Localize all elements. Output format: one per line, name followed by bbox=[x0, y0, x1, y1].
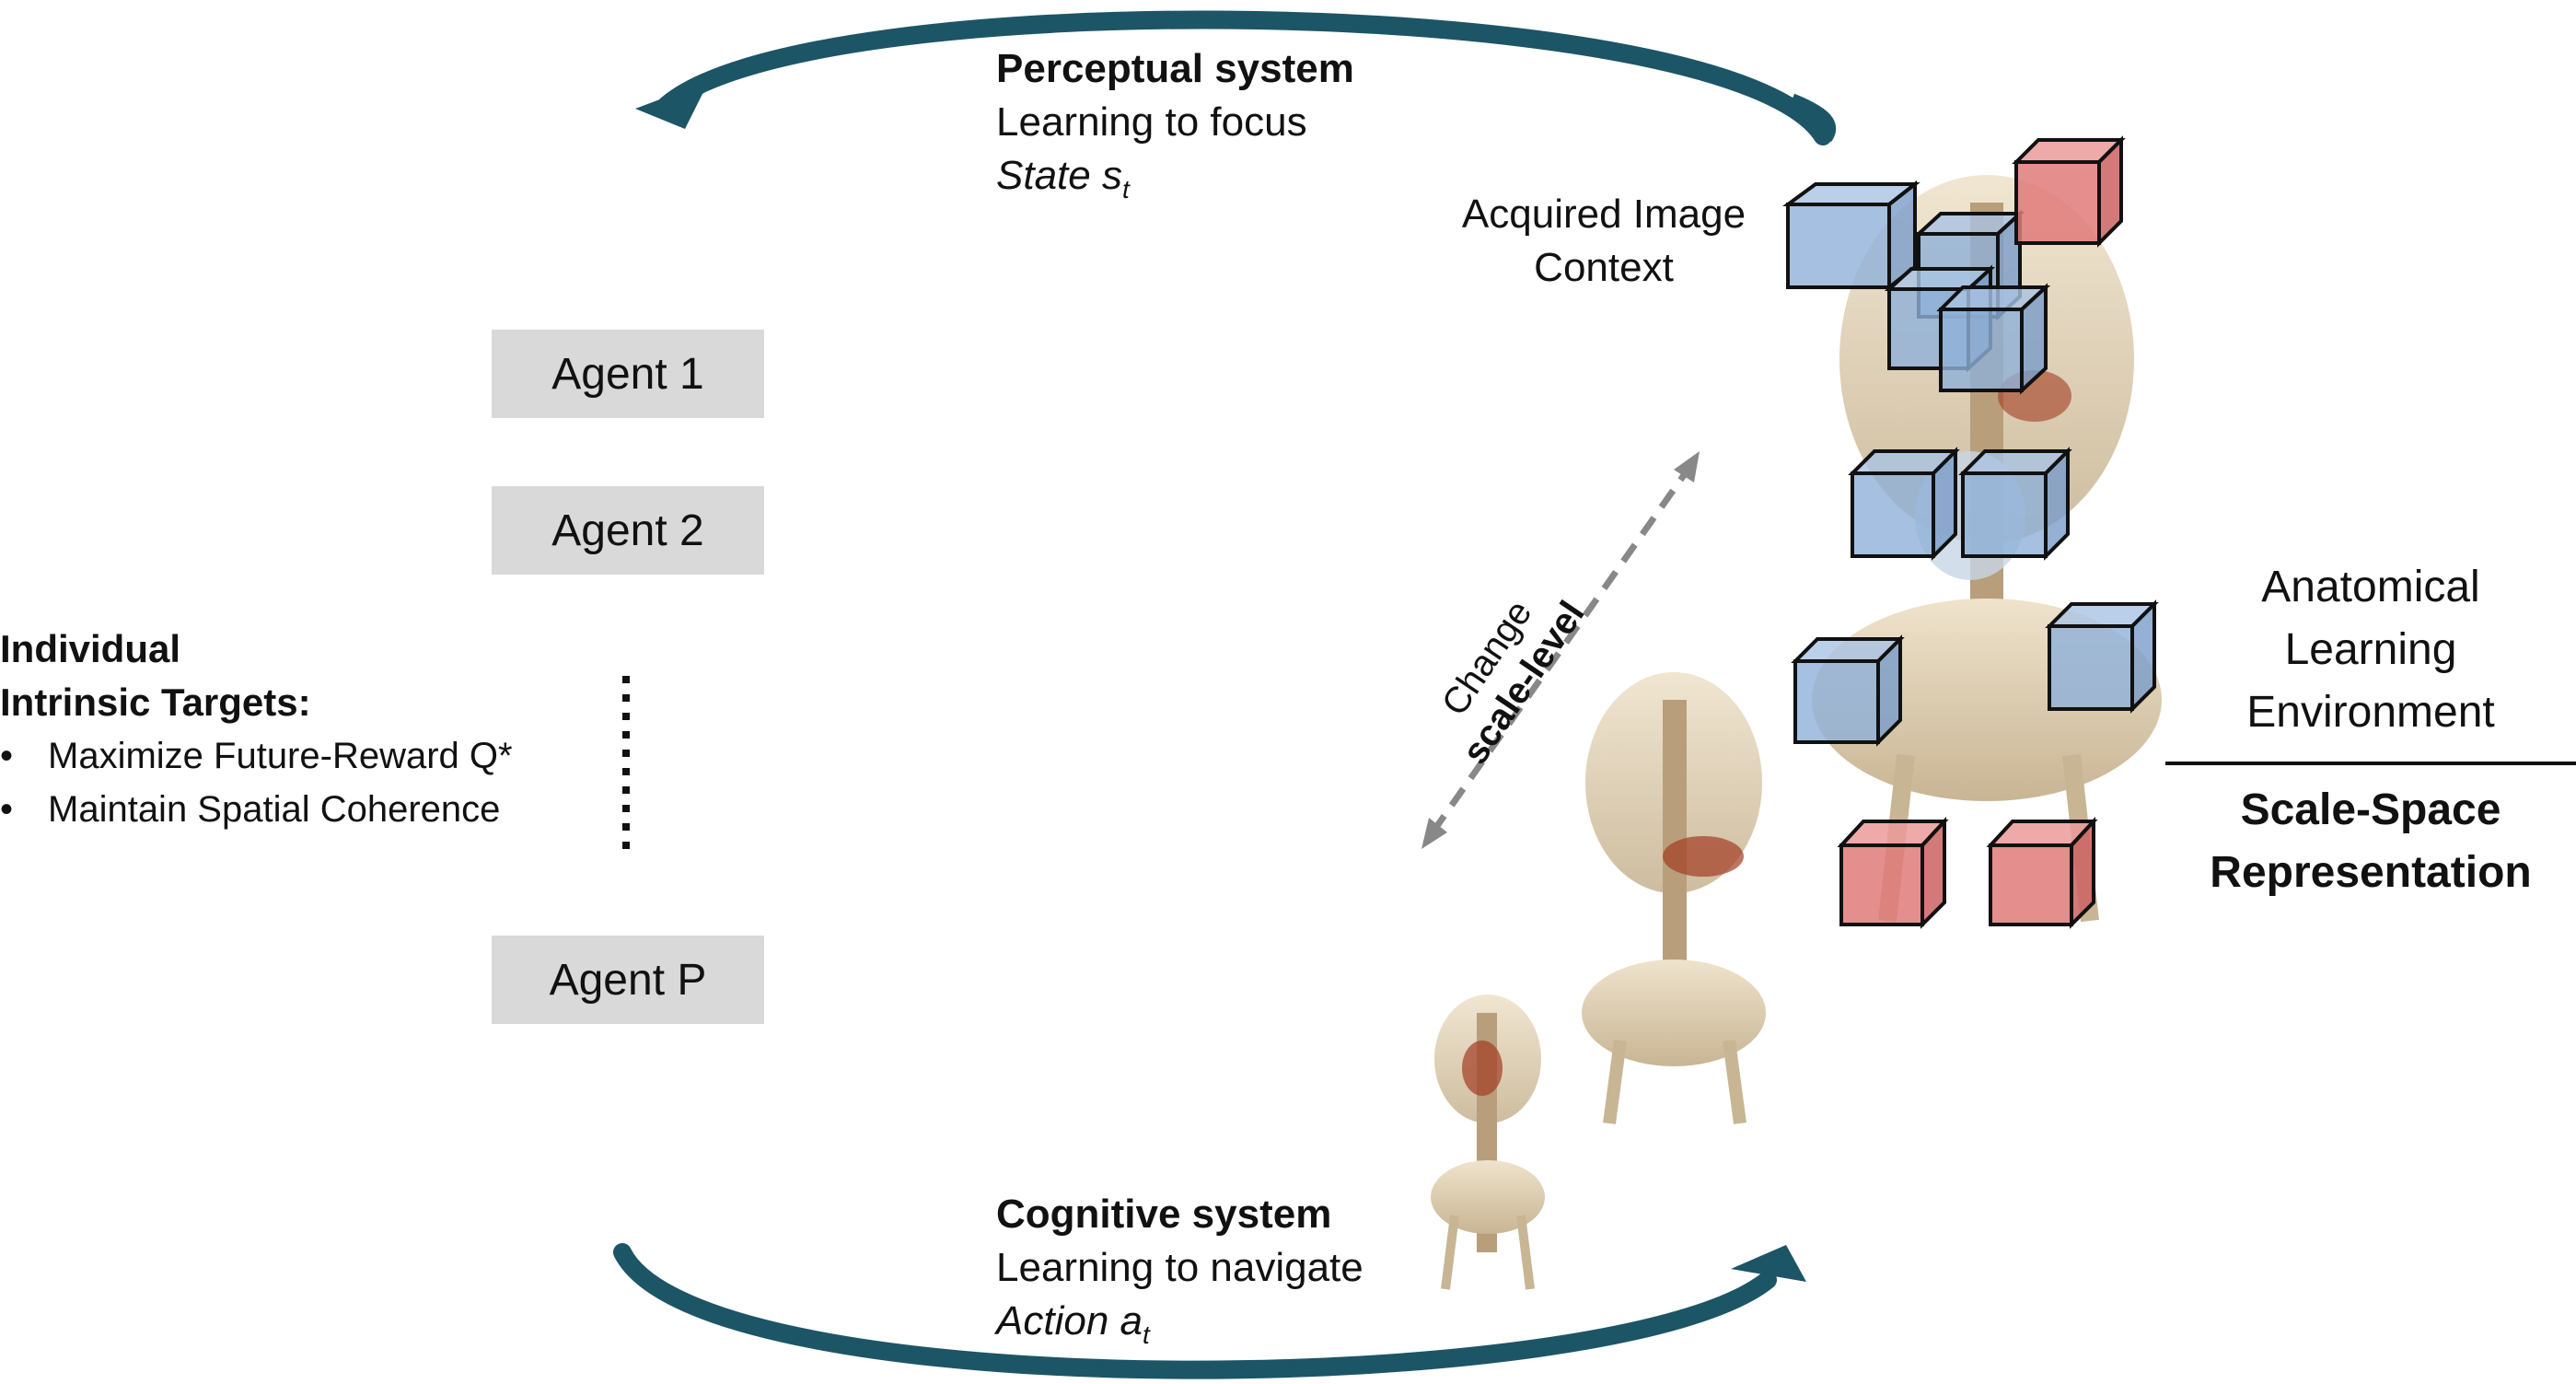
red-cube bbox=[1986, 816, 2098, 929]
blue-cube bbox=[1958, 447, 2072, 561]
scale-space-representation-label: Scale-Space Representation bbox=[2165, 779, 2576, 904]
acquired-line1: Acquired Image bbox=[1461, 192, 1746, 237]
blue-cube bbox=[1936, 283, 2051, 395]
targets-title-1: Individual bbox=[0, 627, 181, 670]
cognitive-line1: Learning to navigate bbox=[996, 1245, 1363, 1290]
agent-1-label: Agent 1 bbox=[551, 349, 704, 399]
env-line1: Anatomical bbox=[2261, 563, 2480, 611]
anatomy-medium bbox=[1582, 672, 1766, 1124]
action-label: Action a bbox=[996, 1298, 1143, 1343]
blue-cube bbox=[2045, 599, 2159, 714]
agent-p-box: Agent P bbox=[492, 936, 764, 1024]
bottom-cycle-arrow bbox=[613, 1243, 1806, 1379]
action-subscript: t bbox=[1142, 1320, 1150, 1349]
cognitive-system-label: Cognitive system Learning to navigate Ac… bbox=[996, 1188, 1363, 1362]
agent-1-box: Agent 1 bbox=[492, 330, 764, 418]
perceptual-system-label: Perceptual system Learning to focus Stat… bbox=[996, 42, 1354, 216]
state-label: State s bbox=[996, 153, 1122, 198]
state-subscript: t bbox=[1121, 174, 1130, 204]
red-cube bbox=[2012, 135, 2126, 248]
anatomy-small bbox=[1431, 994, 1545, 1290]
top-cycle-arrow bbox=[635, 10, 1837, 145]
env-line3: Environment bbox=[2246, 688, 2495, 737]
acquired-line2: Context bbox=[1534, 245, 1674, 290]
agent-2-label: Agent 2 bbox=[551, 506, 704, 555]
perceptual-state: State st bbox=[996, 149, 1354, 216]
environment-label: Anatomical Learning Environment bbox=[2165, 556, 2576, 744]
cognitive-title: Cognitive system bbox=[996, 1192, 1332, 1237]
scale-level-arrow bbox=[1421, 451, 1700, 849]
acquired-image-context: Acquired Image Context bbox=[1447, 188, 1760, 295]
rep-line1: Scale-Space bbox=[2240, 785, 2501, 834]
targets-list: Maximize Future-Reward Q* Maintain Spati… bbox=[0, 729, 513, 836]
blue-cube bbox=[1791, 634, 1905, 747]
intrinsic-targets: Individual Intrinsic Targets: Maximize F… bbox=[0, 622, 513, 836]
cognitive-action: Action at bbox=[996, 1295, 1363, 1362]
context-cubes bbox=[1781, 135, 2159, 929]
rep-line2: Representation bbox=[2210, 848, 2532, 897]
targets-title-2: Intrinsic Targets: bbox=[0, 680, 311, 724]
env-line2: Learning bbox=[2284, 625, 2457, 674]
red-cube bbox=[1837, 816, 1949, 929]
target-item: Maintain Spatial Coherence bbox=[0, 783, 513, 836]
perceptual-line1: Learning to focus bbox=[996, 99, 1307, 145]
agent-p-label: Agent P bbox=[549, 955, 707, 1005]
perceptual-title: Perceptual system bbox=[996, 46, 1354, 91]
blue-cube bbox=[1848, 447, 1960, 561]
blue-cube bbox=[1781, 180, 1920, 292]
target-item: Maximize Future-Reward Q* bbox=[0, 729, 513, 783]
agent-2-box: Agent 2 bbox=[492, 486, 764, 575]
